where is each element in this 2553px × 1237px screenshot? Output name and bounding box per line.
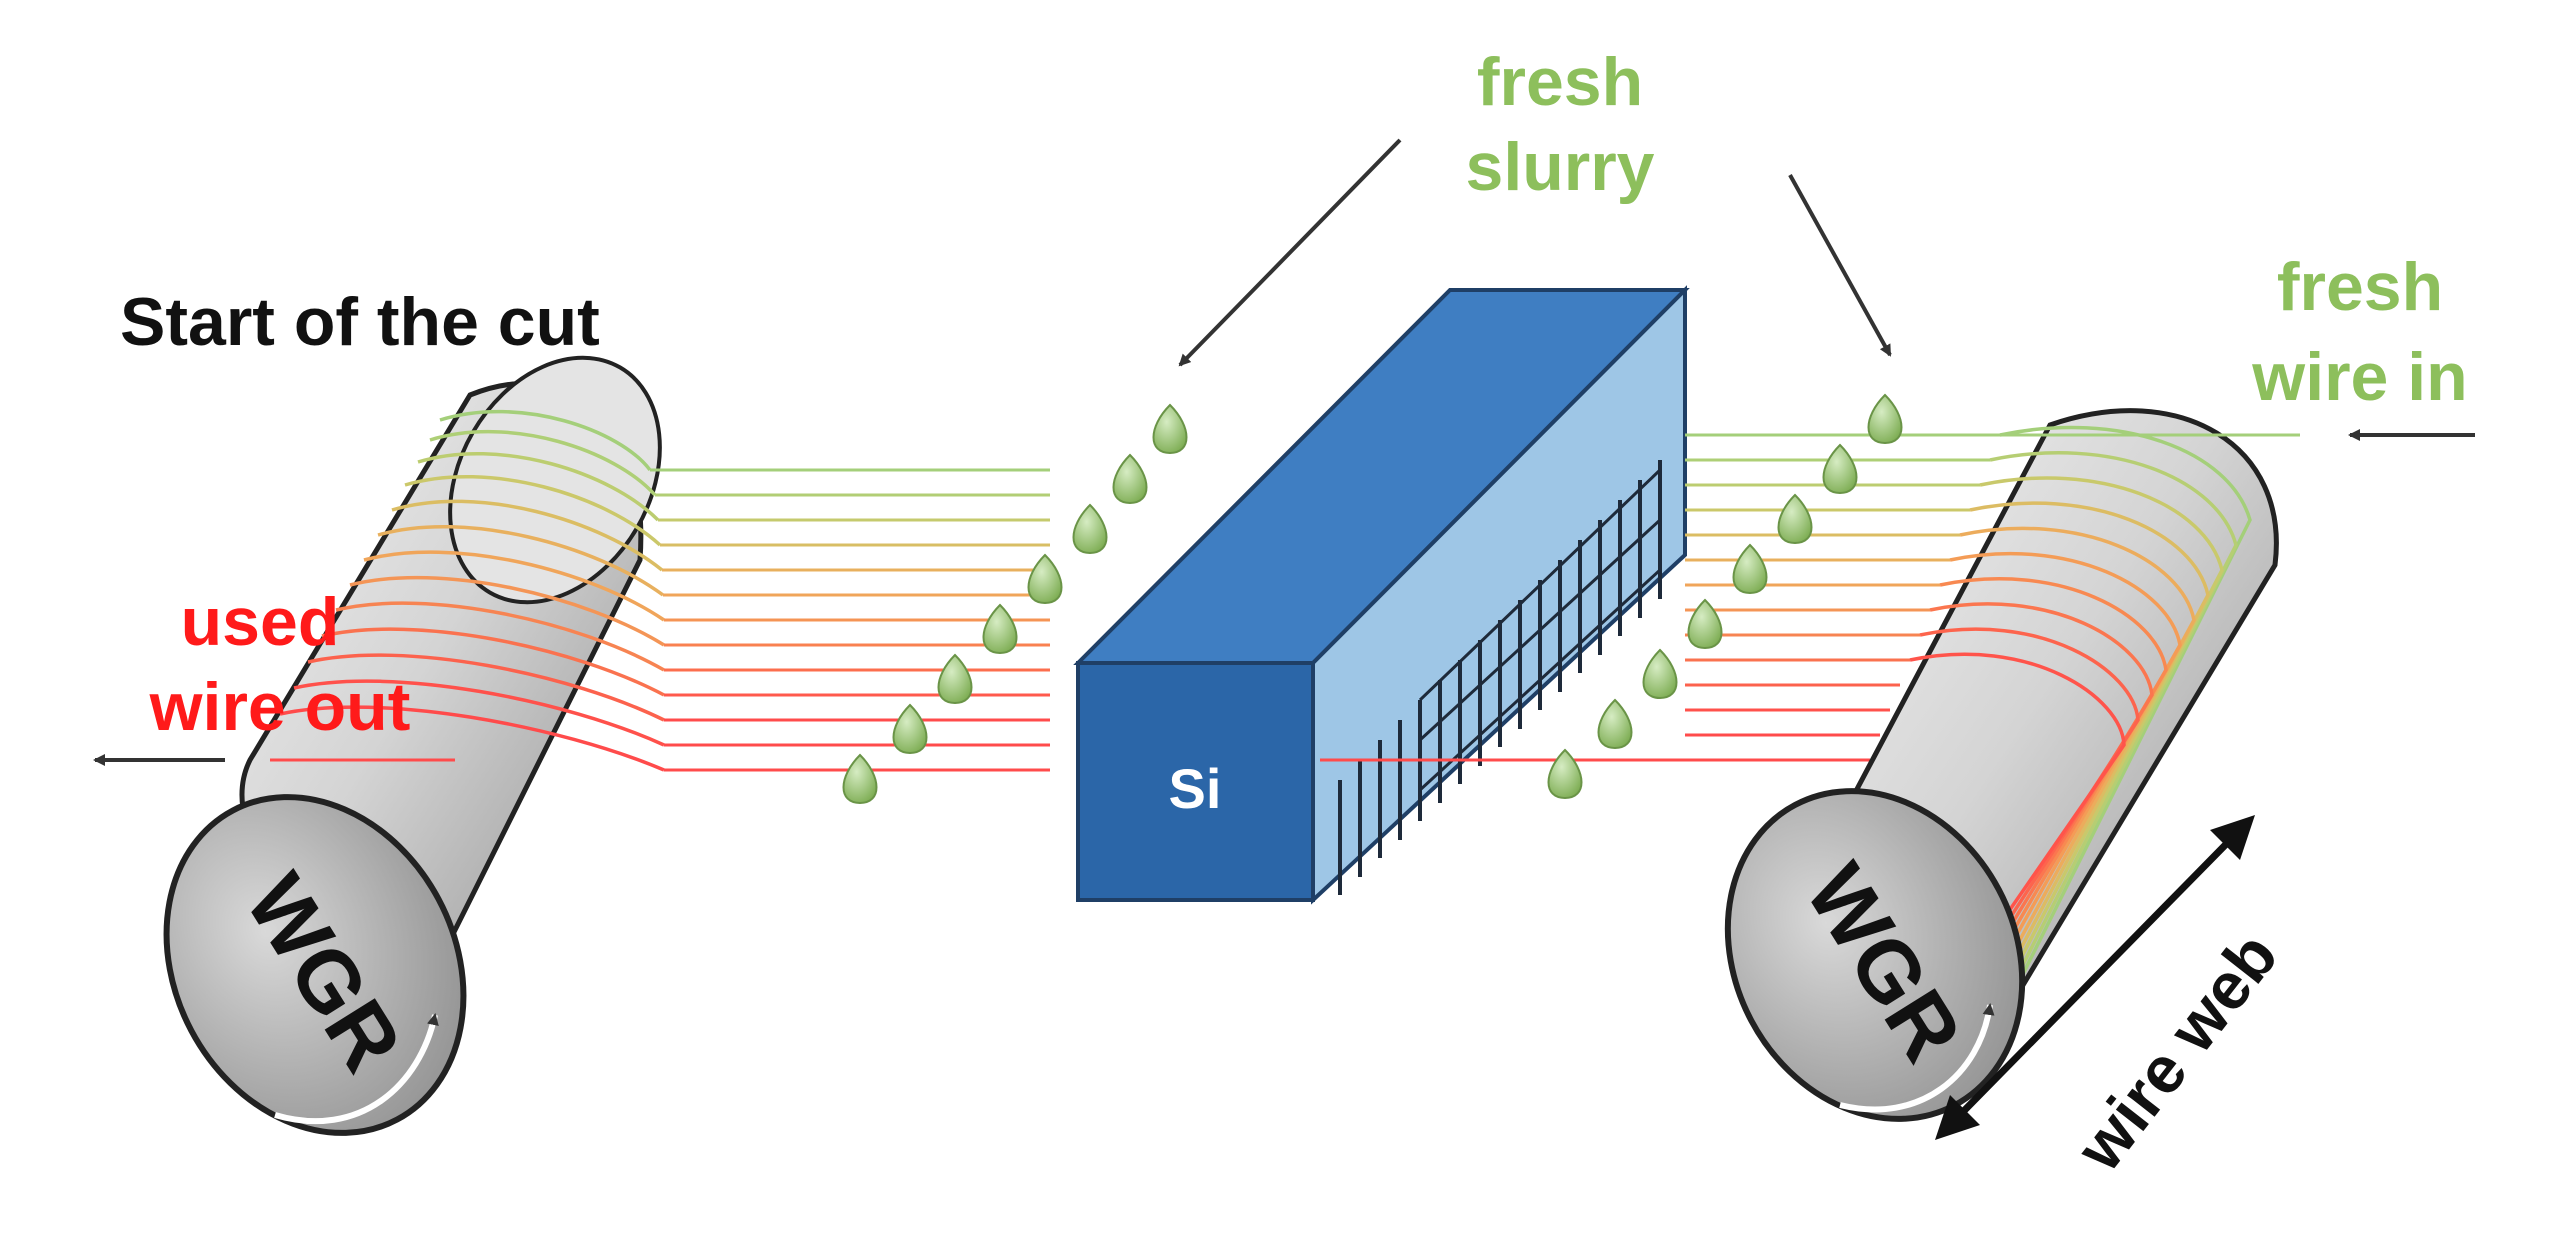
label-fresh-slurry-2: slurry — [1466, 129, 1655, 205]
wire-windings-right — [1883, 425, 2252, 1091]
slurry-drops-left — [842, 403, 1188, 805]
ingot-front-face — [1076, 661, 1315, 902]
wire-web-double-arrow — [1935, 815, 2255, 1140]
slurry-drop — [1547, 748, 1583, 800]
wire-web-strands — [650, 468, 1050, 772]
rotation-arrow-right — [1839, 1003, 1995, 1113]
slurry-drop — [1152, 403, 1188, 455]
slurry-drop — [1822, 443, 1858, 495]
label-wire-web: wire web — [2061, 919, 2292, 1185]
label-used-wire-2: wire out — [149, 669, 411, 745]
slurry-drop — [1687, 598, 1723, 650]
slurry-drop — [1027, 553, 1063, 605]
slurry-arrow-left — [1178, 138, 1402, 367]
slurry-drop — [842, 753, 878, 805]
silicon-ingot: Si — [1073, 285, 1690, 905]
slurry-drop — [892, 703, 928, 755]
slurry-drop — [1597, 698, 1633, 750]
slurry-drop — [1112, 453, 1148, 505]
label-fresh-slurry-1: fresh — [1477, 44, 1643, 120]
wire-guide-roller-right — [1724, 408, 2279, 1122]
title-start-of-cut: Start of the cut — [120, 284, 600, 360]
slurry-drop — [1732, 543, 1768, 595]
slurry-drops-right — [1547, 393, 1903, 800]
slurry-drop — [1777, 493, 1813, 545]
slurry-drop — [1072, 503, 1108, 555]
slurry-drop — [1642, 648, 1678, 700]
slurry-drop — [937, 653, 973, 705]
slurry-arrow-right — [1788, 174, 1892, 357]
label-fresh-wire-1: fresh — [2277, 249, 2443, 325]
label-fresh-wire-2: wire in — [2251, 339, 2467, 415]
rotation-arrow-left — [274, 1013, 439, 1125]
ingot-kerf-lines — [1338, 460, 1662, 895]
label-used-wire-1: used — [181, 584, 340, 660]
slurry-drop — [1867, 393, 1903, 445]
slurry-drop — [982, 603, 1018, 655]
wire-guide-roller-left — [163, 355, 665, 1136]
roller-left-face — [163, 794, 467, 1136]
ingot-label: Si — [1169, 757, 1222, 820]
wire-windings-left — [279, 409, 665, 772]
